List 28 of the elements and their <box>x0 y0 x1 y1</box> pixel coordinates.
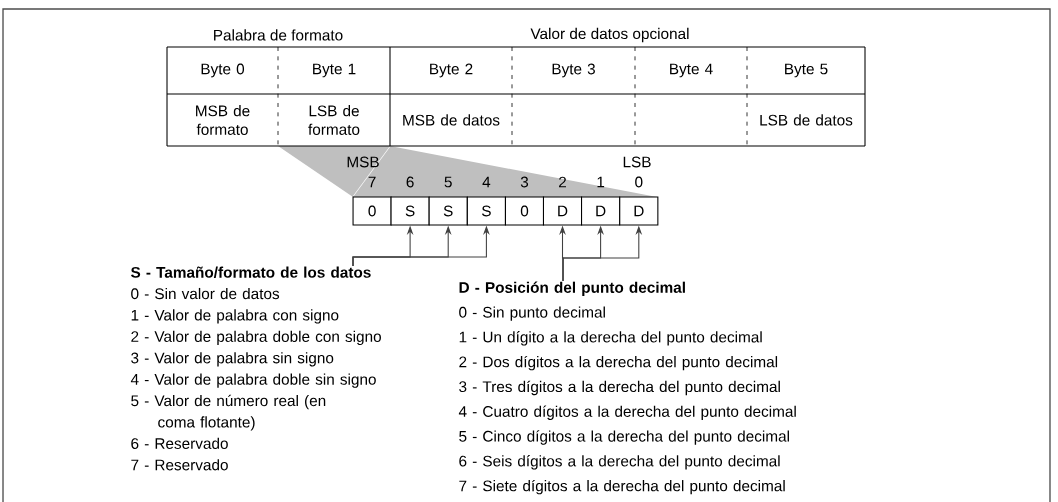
bit-number: 7 <box>368 176 376 188</box>
table-column: Byte 3 <box>511 46 636 147</box>
bit-cell: S <box>466 196 506 226</box>
bit-cell: D <box>581 196 621 226</box>
code-list: S - Tamaño/formato de los datos 0 - Sin valor de datos 1 - Valor de palabra con signo 2 - Valor de palabra doble con signo 3 - Valor de palabra sin signo 4 - Valor de palabra doble sin signo 5 - Valor de número real (en coma flotante) 6 - Reservado 7 - Reservado <box>130 266 381 471</box>
bit-number: 4 <box>482 176 491 188</box>
bit-cell: 0 <box>504 196 545 226</box>
table-column: Byte 0 MSB de formato <box>166 46 279 147</box>
bit-order-label: MSB <box>347 156 379 168</box>
bit-cell: S <box>428 196 468 226</box>
group-heading: Valor de datos opcional <box>530 27 689 43</box>
bit-number: 5 <box>444 176 452 188</box>
table-column: Byte 5 LSB de datos <box>746 46 866 147</box>
table-column: Byte 4 <box>634 46 748 147</box>
bit-order-label: LSB <box>623 156 651 168</box>
bit-number: 6 <box>406 176 414 188</box>
bit-number: 2 <box>559 176 566 188</box>
table-column: Byte 1 LSB de formato <box>277 46 391 147</box>
bit-cell: D <box>619 196 659 226</box>
bit-cell: S <box>390 196 430 226</box>
bit-number: 3 <box>520 176 529 188</box>
group-heading: Palabra de formato <box>214 29 343 41</box>
table-column: Byte 2 MSB de datos <box>389 46 513 147</box>
bit-cell: D <box>542 196 583 226</box>
bit-number: 1 <box>597 176 605 188</box>
code-list: D - Posición del punto decimal 0 - Sin punto decimal 1 - Un dígito a la derecha del punto decimal 2 - Dos dígitos a la derecha del punto decimal 3 - Tres dígitos a la derecha del punto decimal 4 - Cuatro dígitos a la derecha del punto decimal 5 - Cinco dígitos a la derecha del punto decimal 6 - Seis dígitos a la derecha del punto decimal 7 - Siete dígitos a la derecha del punto decimal <box>458 281 796 495</box>
bit-cell: 0 <box>352 196 392 226</box>
bit-number: 0 <box>635 176 643 188</box>
